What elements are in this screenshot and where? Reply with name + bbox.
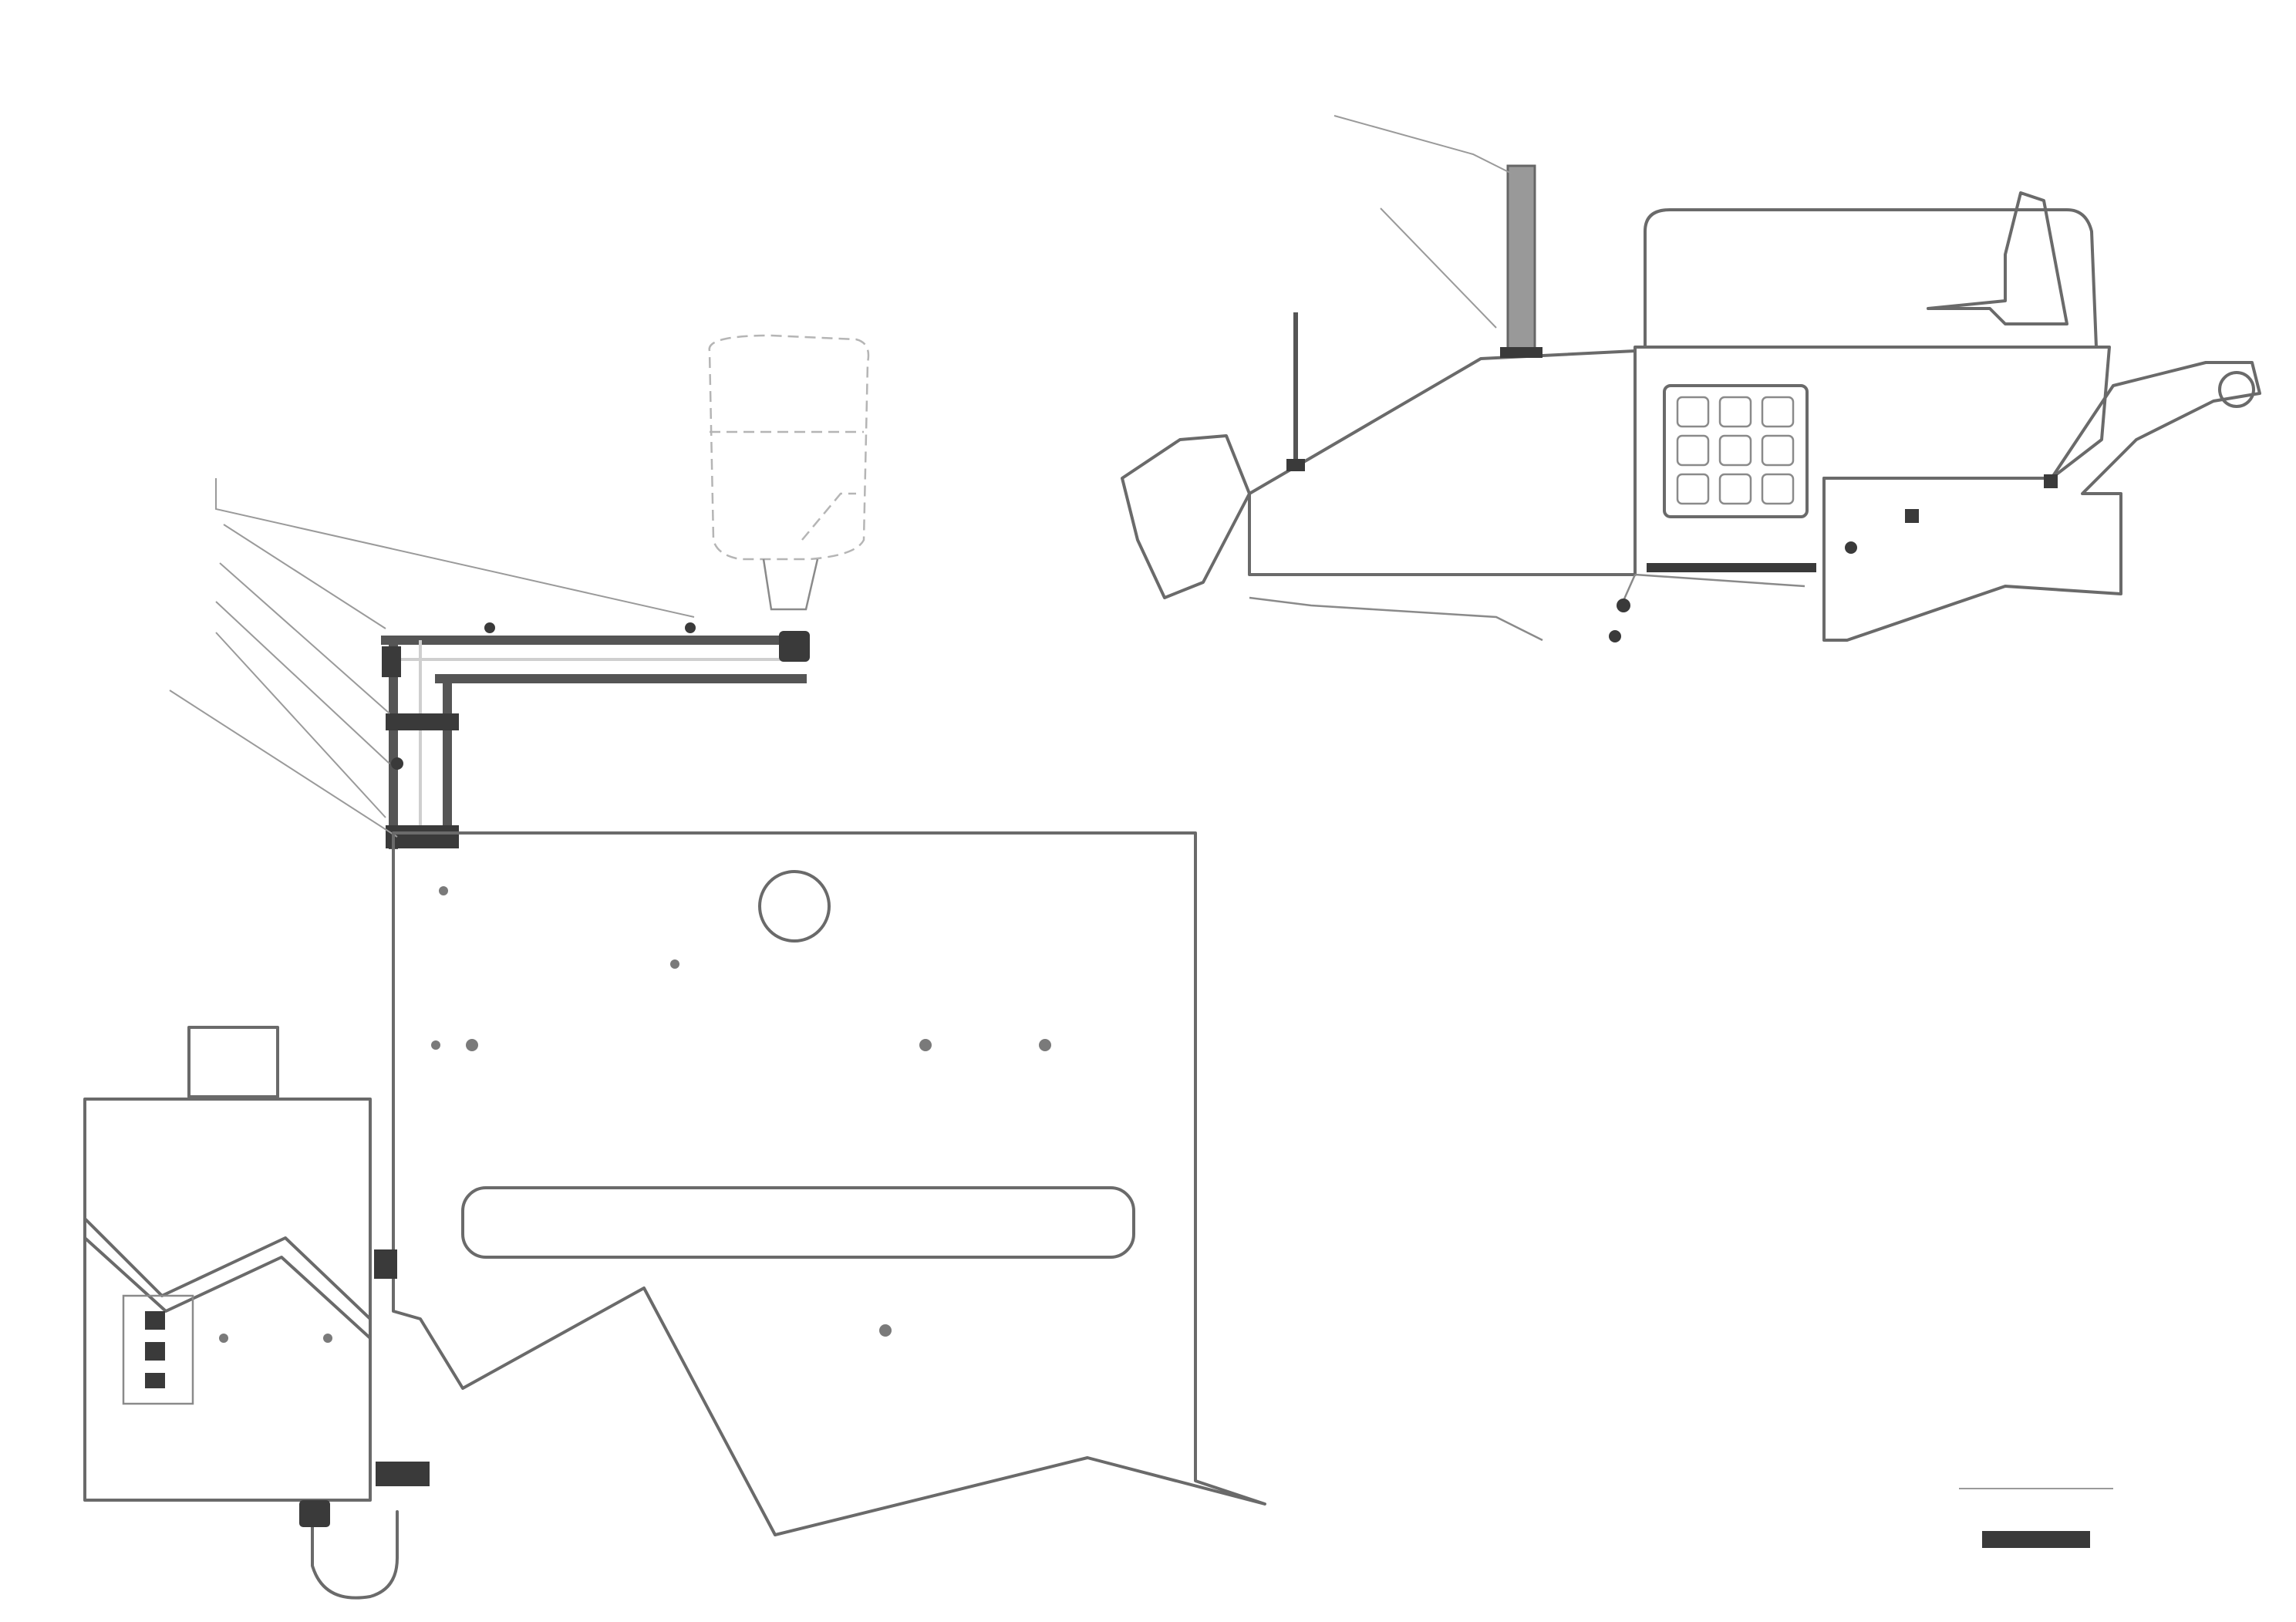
pipe-assembly xyxy=(83,334,1266,1600)
plate-hole xyxy=(758,870,831,943)
pipe-fitting xyxy=(386,713,459,730)
hose-clip-bar xyxy=(1647,563,1816,572)
tank-column xyxy=(1506,164,1536,352)
reference-block xyxy=(1959,1488,2113,1548)
machine-side-view xyxy=(1121,115,2261,642)
mounting-plate xyxy=(392,831,1266,1536)
pipe-fitting xyxy=(382,646,401,677)
operator-seat xyxy=(1927,191,2068,325)
control-box xyxy=(83,1026,430,1600)
water-tank xyxy=(708,334,870,561)
column-mount xyxy=(1500,347,1542,358)
screed xyxy=(1822,361,2261,642)
tow-eye xyxy=(2218,371,2255,408)
hood xyxy=(1248,349,1637,495)
tank-outlet xyxy=(762,558,819,611)
hopper xyxy=(1121,434,1251,599)
control-keypad xyxy=(1663,384,1809,518)
leader-line xyxy=(1380,207,1497,329)
plate-slot xyxy=(461,1186,1135,1259)
hose-clip xyxy=(1617,599,1630,612)
cab-roof xyxy=(1644,208,2098,349)
pipe-fitting xyxy=(779,631,810,662)
leader-line xyxy=(1333,115,1512,174)
hose-run xyxy=(1249,573,1805,642)
machine-body xyxy=(1248,346,2111,576)
